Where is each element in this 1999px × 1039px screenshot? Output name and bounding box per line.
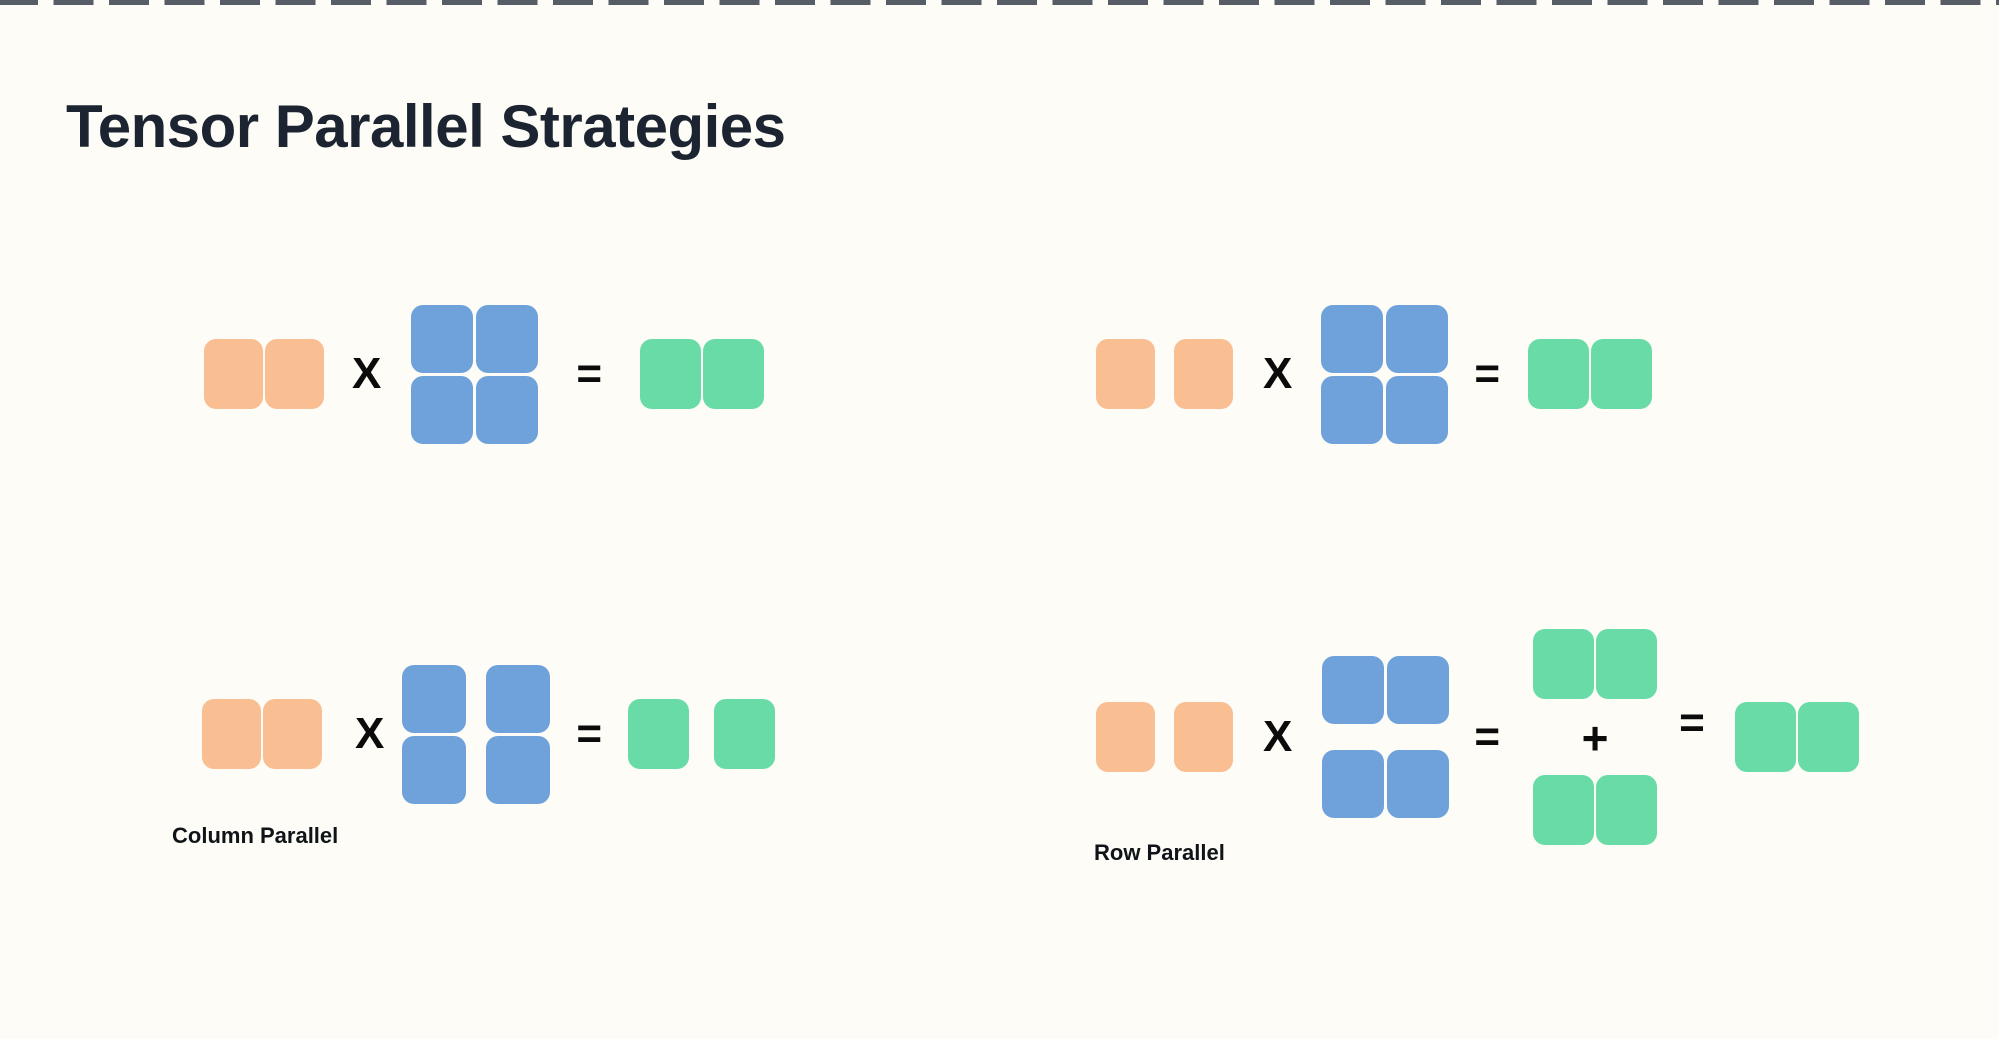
weight-column-shard [486, 664, 551, 804]
input-block [204, 339, 263, 409]
equals-operator: = [1474, 711, 1501, 761]
weight-row-shard [1322, 749, 1450, 818]
input-block [265, 339, 324, 409]
output-block [640, 339, 702, 409]
output-block [703, 339, 765, 409]
output-block [1596, 774, 1658, 845]
weight-block [1386, 304, 1449, 373]
input-vector [1096, 339, 1233, 409]
weight-block [402, 735, 467, 804]
column-parallel-label: Column Parallel [172, 823, 339, 848]
weight-matrix-split-columns [402, 664, 551, 804]
weight-block [486, 664, 551, 733]
weight-block [1321, 304, 1384, 373]
output-block [1533, 628, 1595, 699]
multiply-operator: X [352, 349, 382, 398]
weight-matrix [1321, 304, 1449, 444]
weight-block [1322, 655, 1385, 724]
weight-block [1321, 375, 1384, 444]
equation-top-right: X = [1096, 304, 1653, 444]
partial-output-vector [1533, 774, 1658, 845]
input-vector [1096, 701, 1233, 772]
weight-block [402, 664, 467, 733]
output-vector [1734, 701, 1859, 772]
multiply-operator: X [1263, 711, 1293, 761]
output-vector [640, 339, 765, 409]
weight-column-shard [402, 664, 467, 804]
output-block [1528, 339, 1590, 409]
input-block [1096, 701, 1155, 772]
input-vector [202, 699, 322, 769]
output-block [628, 699, 690, 769]
input-vector [204, 339, 324, 409]
weight-block [486, 735, 551, 804]
equals-operator: = [576, 709, 603, 758]
input-block [263, 699, 322, 769]
row-parallel-label: Row Parallel [1094, 840, 1225, 865]
output-vector [1528, 339, 1653, 409]
weight-block [1322, 749, 1385, 818]
input-block [1174, 701, 1233, 772]
input-block [1174, 339, 1233, 409]
weight-matrix [411, 304, 539, 444]
equation-top-left: X = [204, 304, 765, 444]
weight-block [1387, 655, 1450, 724]
equation-column-parallel: X = [202, 664, 776, 804]
equals-operator: = [1474, 349, 1501, 398]
multiply-operator: X [355, 709, 385, 758]
output-block [1734, 701, 1796, 772]
multiply-operator: X [1263, 349, 1293, 398]
partial-output-vector [1533, 628, 1658, 699]
weight-block [1387, 749, 1450, 818]
output-block [1591, 339, 1653, 409]
input-block [1096, 339, 1155, 409]
weight-row-shard [1322, 655, 1450, 724]
weight-block [411, 375, 474, 444]
top-edge-cropped-squares [0, 0, 1999, 5]
equation-row-parallel: X = + = [1096, 628, 1859, 845]
plus-operator: + [1581, 711, 1609, 764]
slide-title: Tensor Parallel Strategies [66, 93, 786, 161]
output-block [1596, 628, 1658, 699]
output-vector-split [628, 699, 776, 769]
input-block [202, 699, 261, 769]
weight-block [411, 304, 474, 373]
weight-block [1386, 375, 1449, 444]
equals-operator: = [576, 349, 603, 398]
weight-block [476, 375, 539, 444]
weight-matrix-split-rows [1322, 655, 1450, 818]
output-block [714, 699, 776, 769]
equals-operator: = [1679, 697, 1705, 747]
partial-outputs-stack: + [1533, 628, 1658, 845]
output-block [1533, 774, 1595, 845]
weight-block [476, 304, 539, 373]
output-block [1797, 701, 1859, 772]
